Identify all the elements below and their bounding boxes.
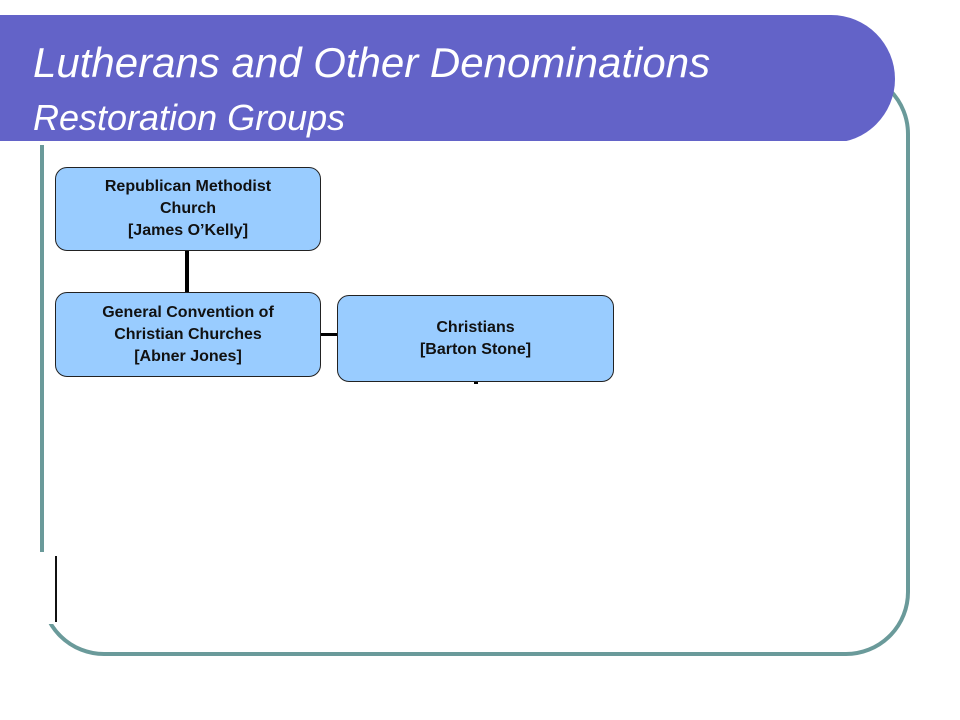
connector-methodist-convention [185, 251, 189, 293]
node-label-line: Church [160, 200, 216, 217]
slide-subtitle: Restoration Groups [33, 97, 346, 138]
node-label-line: Christian Churches [114, 325, 262, 343]
title-banner: Lutherans and Other Denominations Restor… [0, 15, 895, 145]
node-label-line: [James O’Kelly] [127, 222, 249, 239]
frame-gap [38, 552, 56, 624]
banner-underline [0, 141, 848, 145]
node-label-line: General Convention of [102, 303, 274, 321]
connector-convention-christians [320, 333, 338, 336]
node-republican-methodist-church[interactable]: Republican Methodist Church [James O’Kel… [55, 167, 321, 251]
node-general-convention[interactable]: General Convention of Christian Churches… [55, 292, 321, 377]
node-label-line: [Barton Stone] [419, 340, 532, 358]
node-label-line: [Abner Jones] [134, 347, 242, 365]
node-label-line: Republican Methodist [104, 178, 272, 195]
node-christians[interactable]: Christians [Barton Stone] [337, 295, 614, 382]
node-label-line: Christians [436, 318, 515, 336]
frame-tick [55, 556, 57, 622]
slide-title: Lutherans and Other Denominations [33, 39, 711, 86]
connector-christians-stub [474, 380, 478, 384]
